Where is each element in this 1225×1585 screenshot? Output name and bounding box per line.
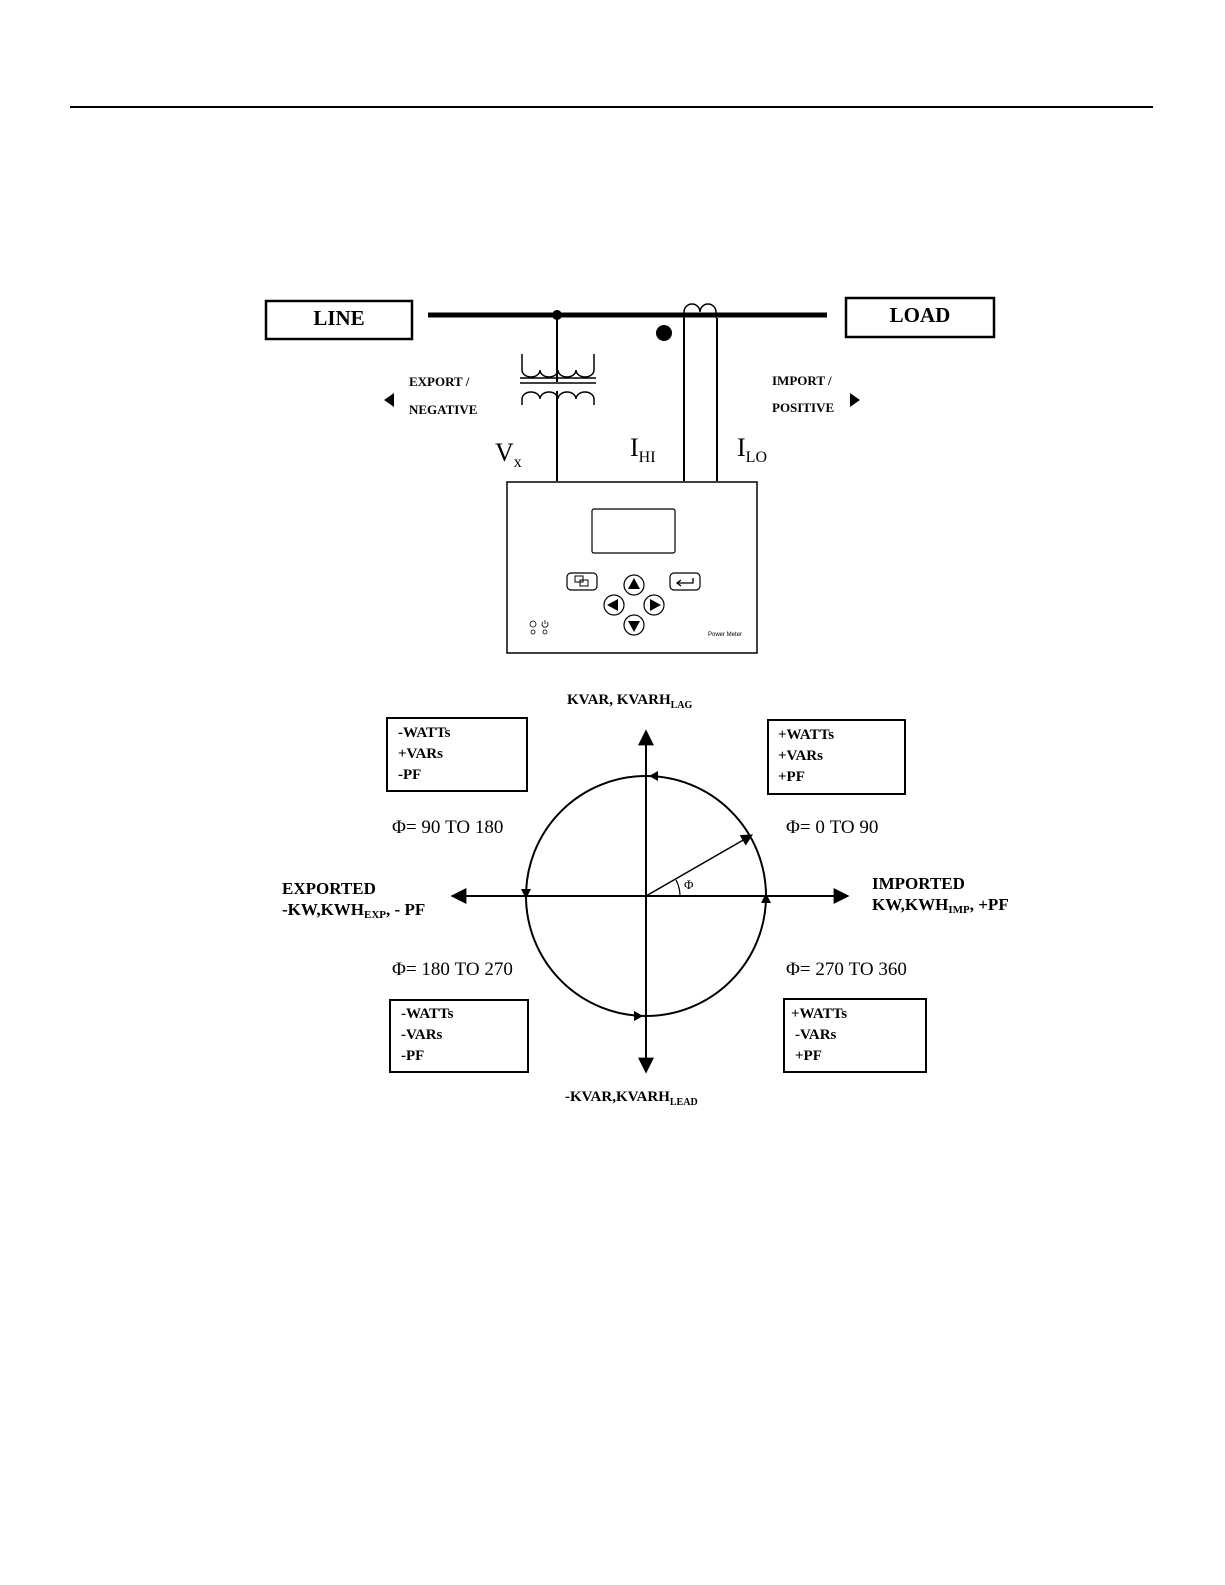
import-label-line1: IMPORT / [772,373,832,388]
meter-brand-text: Power Meter [708,632,742,638]
svg-text:-VARs: -VARs [401,1027,443,1043]
power-meter-device: Power Meter [507,482,757,653]
svg-text:+WATTs: +WATTs [791,1006,847,1022]
ilo-terminal-label: ILO [737,433,767,466]
top-axis-label: KVAR, KVARHLAG [567,692,693,711]
svg-text:+VARs: +VARs [778,748,823,764]
svg-text:+PF: +PF [778,769,805,785]
q1-sign-box: +WATTs +VARs +PF [768,720,905,794]
q2-sign-box: -WATTs +VARs -PF [387,718,527,791]
quadrant-diagram: Φ KVAR, KVARHLAG -KVAR,KVARHLEAD EXPORTE… [282,692,1009,1108]
left-axis-label-line1: EXPORTED [282,879,376,898]
meter-display [592,509,675,553]
line-label: LINE [313,306,364,330]
q2-range-label: Φ= 90 TO 180 [392,817,503,838]
right-axis-label-line2: KW,KWHIMP, +PF [872,895,1009,916]
svg-text:-PF: -PF [398,767,421,783]
q3-sign-box: -WATTs -VARs -PF [390,1000,528,1072]
q4-range-label: Φ= 270 TO 360 [786,959,907,980]
phasor-vector [646,835,752,896]
polarity-dot [656,325,672,341]
svg-text:-WATTs: -WATTs [401,1006,454,1022]
wiring-diagram: LINE LOAD EXPORT / NEGATIVE [266,298,994,653]
left-axis-label-line2: -KW,KWHEXP, - PF [282,900,425,921]
svg-text:+WATTs: +WATTs [778,727,834,743]
import-arrow-icon [850,393,860,407]
bottom-axis-label: -KVAR,KVARHLEAD [565,1089,698,1108]
vx-terminal-label: Vx [495,438,522,471]
export-arrow-icon [384,393,394,407]
svg-text:-WATTs: -WATTs [398,725,451,741]
meter-enter-button [670,573,700,590]
svg-text:+VARs: +VARs [398,746,443,762]
import-label-line2: POSITIVE [772,400,834,415]
ihi-terminal-label: IHI [630,433,656,466]
export-label-line2: NEGATIVE [409,402,477,417]
svg-text:-PF: -PF [401,1048,424,1064]
q3-range-label: Φ= 180 TO 270 [392,959,513,980]
svg-text:-VARs: -VARs [795,1027,837,1043]
angle-arc [676,880,680,896]
export-label-line1: EXPORT / [409,374,470,389]
angle-symbol: Φ [684,877,694,892]
svg-text:+PF: +PF [795,1048,822,1064]
load-label: LOAD [890,303,951,327]
right-axis-label-line1: IMPORTED [872,874,965,893]
q1-range-label: Φ= 0 TO 90 [786,817,878,838]
q4-sign-box: +WATTs -VARs +PF [784,999,926,1072]
